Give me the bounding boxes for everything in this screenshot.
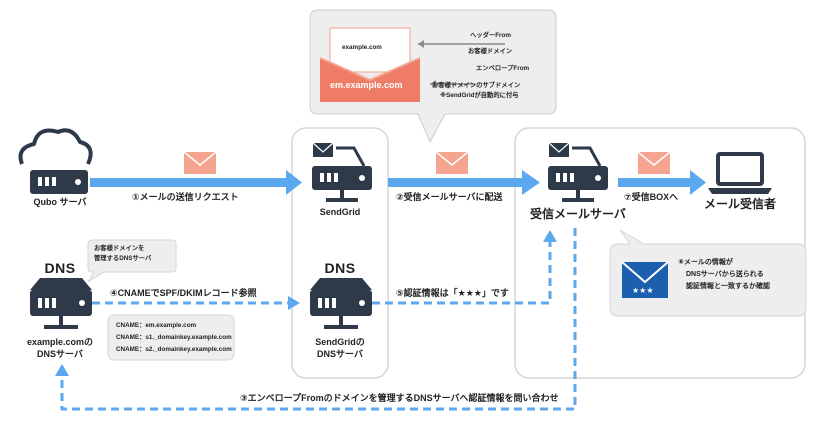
header-from-label: ヘッダーFrom bbox=[470, 32, 511, 39]
verified-mark: ★★★ bbox=[632, 286, 654, 295]
verified-mail-icon bbox=[621, 261, 669, 298]
customer-dns-label-2: DNSサーバ bbox=[37, 349, 83, 359]
sendgrid-dns-title: DNS bbox=[324, 260, 356, 276]
big-envelope-icon bbox=[319, 27, 421, 102]
envelope-icon bbox=[637, 151, 671, 174]
sendgrid-group-box bbox=[291, 127, 389, 379]
qubo-server-label: Qubo サーバ bbox=[33, 197, 87, 207]
step5-label: ⑤認証情報は「★★★」です bbox=[396, 288, 509, 298]
step6-line1: ⑥メールの情報が bbox=[678, 259, 733, 266]
step1-arrow bbox=[90, 170, 302, 195]
step3-label: ③エンベロープFromのドメインを管理するDNSサーバへ認証情報を問い合わせ bbox=[240, 393, 559, 403]
sendgrid-dns-label-2: DNSサーバ bbox=[317, 349, 363, 359]
step6-line3: 認証情報と一致するか確認 bbox=[686, 283, 770, 290]
customer-dns-server-icon bbox=[30, 278, 92, 329]
customer-dns-title: DNS bbox=[44, 260, 76, 276]
step2-label: ②受信メールサーバに配送 bbox=[396, 192, 503, 202]
inner-domain-text: example.com bbox=[342, 44, 382, 51]
step1-label: ①メールの送信リクエスト bbox=[132, 192, 239, 202]
step7-arrow bbox=[618, 170, 706, 195]
cloud-server-icon bbox=[18, 128, 93, 194]
cname-line-2: CNAME：s1._domainkey.example.com bbox=[116, 334, 232, 341]
laptop-icon bbox=[708, 152, 772, 194]
envelope-icon bbox=[183, 151, 217, 174]
customer-dns-bubble bbox=[87, 239, 177, 283]
step6-line2: DNSサーバから送られる bbox=[686, 271, 764, 278]
envelope-from-desc: お客様ドメインのサブドメイン bbox=[432, 82, 521, 89]
customer-dns-label-1: example.comの bbox=[26, 337, 94, 347]
step5-dashed-arrow bbox=[372, 240, 552, 305]
receiving-server-icon bbox=[548, 142, 608, 202]
small-bubble-line1: お客様ドメインを bbox=[94, 245, 145, 252]
mail-recipient-label: メール受信者 bbox=[703, 197, 777, 211]
envelope-from-label: エンベロープFrom bbox=[476, 65, 530, 72]
sendgrid-dns-label-1: SendGridの bbox=[315, 337, 365, 347]
step4-label: ④CNAMEでSPF/DKIMレコード参照 bbox=[110, 288, 257, 298]
envelope-icon bbox=[435, 151, 469, 174]
step7-label: ⑦受信BOXへ bbox=[624, 192, 679, 202]
header-from-desc: お客様ドメイン bbox=[468, 48, 513, 55]
cname-line-1: CNAME：em.example.com bbox=[116, 322, 197, 329]
outer-domain-text: em.example.com bbox=[330, 80, 403, 90]
cname-line-3: CNAME：s2._domainkey.example.com bbox=[116, 346, 232, 353]
step2-arrow bbox=[388, 170, 540, 195]
small-bubble-line2: 管理するDNSサーバ bbox=[94, 255, 152, 262]
sendgrid-label: SendGrid bbox=[319, 207, 361, 217]
receiving-server-label: 受信メールサーバ bbox=[530, 207, 626, 221]
sendgrid-dns-server-icon bbox=[310, 278, 372, 329]
cname-box bbox=[107, 314, 235, 361]
sendgrid-server-icon bbox=[312, 142, 372, 202]
envelope-from-note: ※SendGridが自動的に付与 bbox=[440, 92, 519, 99]
